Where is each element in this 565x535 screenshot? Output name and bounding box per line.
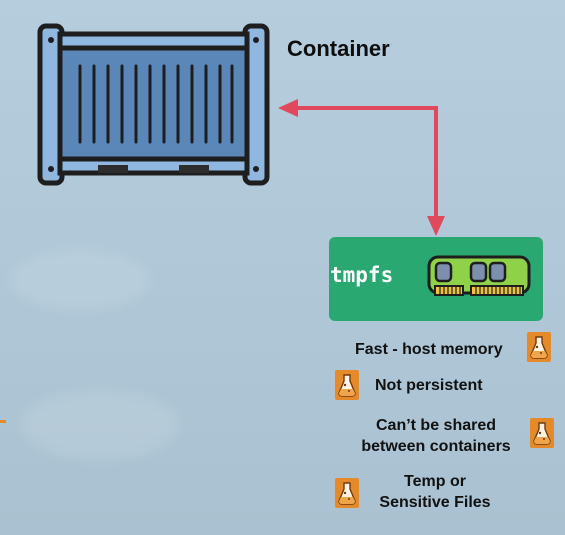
feature-not-persistent: Not persistent <box>375 377 483 394</box>
container-icon <box>37 23 270 186</box>
flask-icon <box>530 418 554 448</box>
feature-cant-be-shared: Can’t be shared between containers <box>361 417 511 455</box>
edge-marker <box>0 420 6 423</box>
tmpfs-label: tmpfs <box>330 263 394 287</box>
connector-arrow <box>278 99 445 236</box>
container-label: Container <box>287 36 390 61</box>
background-smudge <box>20 390 180 460</box>
flask-icon <box>335 370 359 400</box>
background-smudge <box>10 250 150 310</box>
feature-fast-host-memory: Fast - host memory <box>355 341 503 358</box>
memory-chip-icon <box>427 255 531 296</box>
feature-temp-sensitive-files: Temp or Sensitive Files <box>379 473 491 511</box>
flask-icon <box>335 478 359 508</box>
flask-icon <box>527 332 551 362</box>
